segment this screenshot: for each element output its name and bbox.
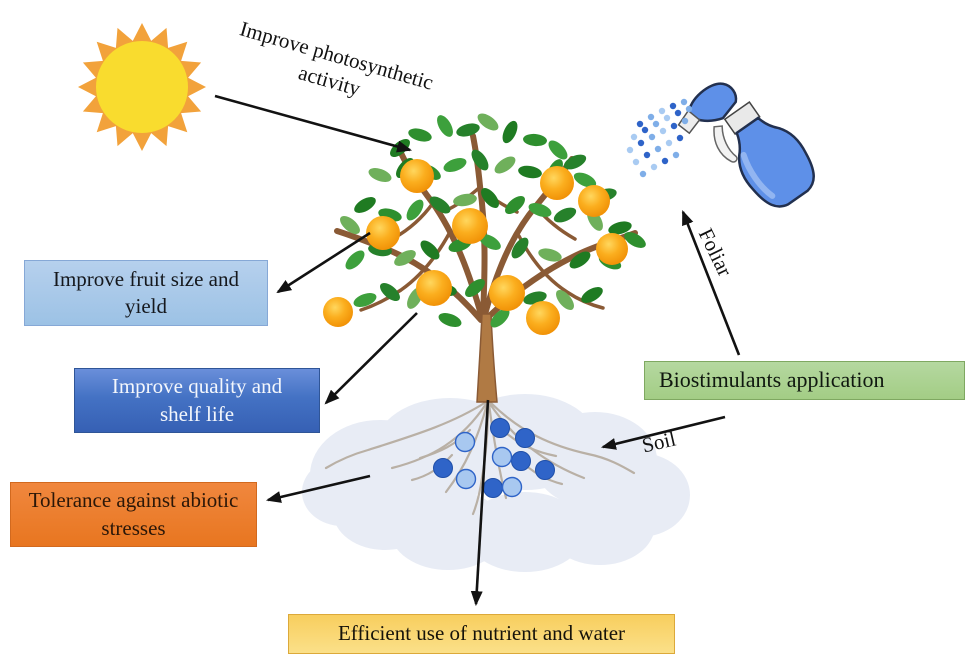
- quality-shelf-life-line2: shelf life: [159, 401, 235, 426]
- nutrient-water-efficiency-box: Efficient use of nutrient and water: [288, 614, 675, 654]
- arrow-tree-to-quality-box: [324, 312, 418, 405]
- arrow-sun-to-tree: [214, 94, 413, 153]
- biostimulants-application-box: Biostimulants application: [644, 361, 965, 400]
- spray-bottle-icon: [677, 82, 815, 208]
- spray-droplets: [626, 98, 693, 178]
- arrow-tree-to-fruit-box: [276, 231, 371, 294]
- arrow-root-to-efficient-box: [470, 399, 490, 607]
- orange-fruits: [323, 159, 628, 335]
- nutrient-water-efficiency-text: Efficient use of nutrient and water: [337, 621, 626, 646]
- orange-tree-illustration: [323, 113, 646, 403]
- quality-shelf-life-box: Improve quality and shelf life: [74, 368, 320, 433]
- biostimulants-application-text: Biostimulants application: [659, 367, 885, 393]
- arrows: [214, 94, 741, 607]
- arrow-soil-application: [600, 415, 726, 450]
- arrow-foliar-application: [681, 210, 741, 356]
- fruit-size-yield-line2: yield: [125, 294, 167, 318]
- abiotic-stress-line2: stresses: [101, 515, 166, 540]
- fruit-size-yield-box: Improve fruit size and yield: [24, 260, 268, 326]
- abiotic-stress-tolerance-box: Tolerance against abiotic stresses: [10, 482, 257, 547]
- sun-icon: [78, 23, 206, 151]
- fruit-size-yield-line1: Improve fruit size and: [52, 266, 240, 291]
- quality-shelf-life-line1: Improve quality and: [111, 374, 283, 399]
- abiotic-stress-line1: Tolerance against abiotic: [28, 488, 239, 513]
- biostimulant-granules: [433, 418, 555, 498]
- arrow-soil-to-tolerance-box: [265, 474, 371, 503]
- tree-trunk: [476, 313, 498, 403]
